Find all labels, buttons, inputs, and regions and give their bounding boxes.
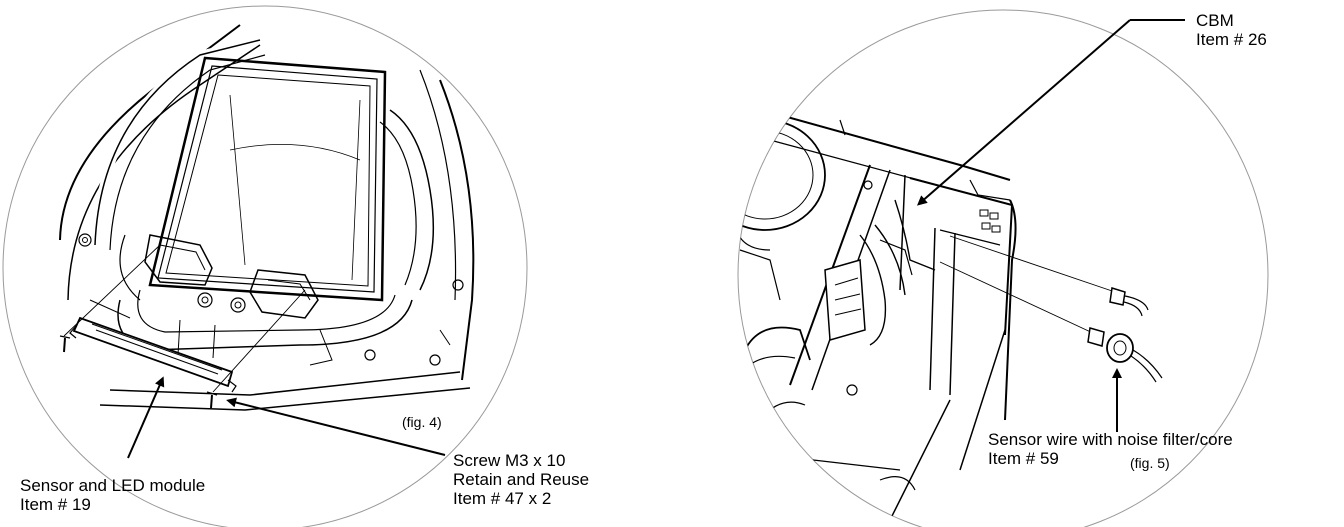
sensor-wire-name: Sensor wire with noise filter/core	[988, 430, 1233, 449]
fig5-detail-circle	[737, 9, 1269, 527]
fig5-wire-connectors	[1087, 287, 1163, 383]
fig4-sensor-module-part	[69, 316, 237, 393]
sensor-module-name: Sensor and LED module	[20, 476, 206, 495]
cbm-item-number: Item # 26	[1196, 30, 1267, 49]
fig5-caption: (fig. 5)	[1130, 455, 1170, 471]
cbm-label: CBM Item # 26	[1196, 11, 1267, 49]
fig4-indoor-unit-panel	[59, 24, 475, 411]
screw-label: Screw M3 x 10 Retain and Reuse Item # 47…	[453, 451, 589, 508]
sensor-wire-item-number: Item # 59	[988, 449, 1059, 468]
fig4-caption: (fig. 4)	[402, 414, 442, 430]
screw-name: Screw M3 x 10	[453, 451, 566, 470]
fig4-callout-arrows	[127, 376, 446, 459]
fig4-screws	[59, 335, 218, 409]
sensor-module-label: Sensor and LED module Item # 19	[20, 476, 205, 514]
fig5-unit-interior	[738, 114, 1017, 527]
fig4-assembly-guide-lines	[63, 244, 306, 393]
cbm-name: CBM	[1196, 11, 1234, 30]
fig4-detail-circle	[2, 5, 528, 527]
fig5-wire-guide-lines	[939, 235, 1119, 335]
screw-item-number: Item # 47 x 2	[453, 489, 552, 508]
screw-instruction: Retain and Reuse	[453, 470, 590, 489]
sensor-wire-label: Sensor wire with noise filter/core Item …	[988, 430, 1233, 468]
sensor-module-item-number: Item # 19	[20, 495, 91, 514]
fig5-callout-arrows	[916, 19, 1185, 432]
